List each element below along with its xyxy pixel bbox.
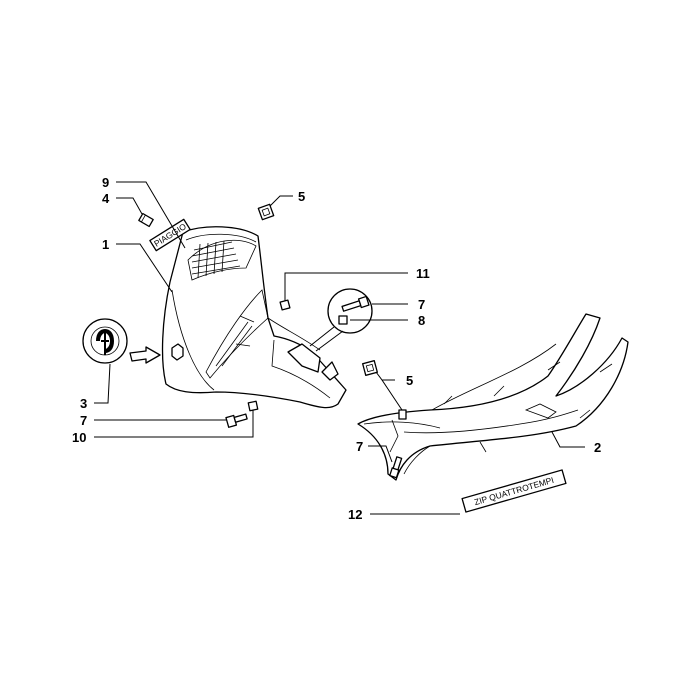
front-shield xyxy=(161,226,347,409)
leader-lines xyxy=(94,181,585,515)
callout-3: 3 xyxy=(80,396,87,411)
piaggio-emblem xyxy=(82,318,161,364)
callout-1: 1 xyxy=(102,237,109,252)
model-decal: ZIP QUATTROTEMPI xyxy=(461,469,567,513)
arrow-icon xyxy=(129,346,161,364)
callout-8: 8 xyxy=(418,313,425,328)
panel-clip xyxy=(398,409,407,420)
detail-magnifier xyxy=(309,288,373,352)
callout-numbers: 9 4 1 5 11 7 8 3 7 10 5 7 2 12 xyxy=(72,175,601,522)
nut-11 xyxy=(279,299,291,311)
callout-9: 9 xyxy=(102,175,109,190)
callout-2: 2 xyxy=(594,440,601,455)
nut-10 xyxy=(247,400,259,412)
callout-7-floor: 7 xyxy=(356,439,363,454)
floor-panel xyxy=(357,313,629,481)
callout-12: 12 xyxy=(348,507,362,522)
nut-8 xyxy=(338,315,348,325)
callout-5-upper: 5 xyxy=(298,189,305,204)
clip-nut-5-lower xyxy=(362,360,378,376)
screw-7-floor xyxy=(389,456,403,479)
screw-7-detail xyxy=(341,295,370,312)
callout-10: 10 xyxy=(72,430,86,445)
model-decal-text: ZIP QUATTROTEMPI xyxy=(473,475,555,507)
callout-11: 11 xyxy=(416,266,430,281)
callout-4: 4 xyxy=(102,191,110,206)
screw-4 xyxy=(138,212,154,228)
callout-5-lower: 5 xyxy=(406,373,413,388)
screw-7-lower xyxy=(225,413,248,428)
callout-7-lower: 7 xyxy=(80,413,87,428)
callout-7-detail: 7 xyxy=(418,297,425,312)
clip-nut-5-upper xyxy=(257,203,275,221)
